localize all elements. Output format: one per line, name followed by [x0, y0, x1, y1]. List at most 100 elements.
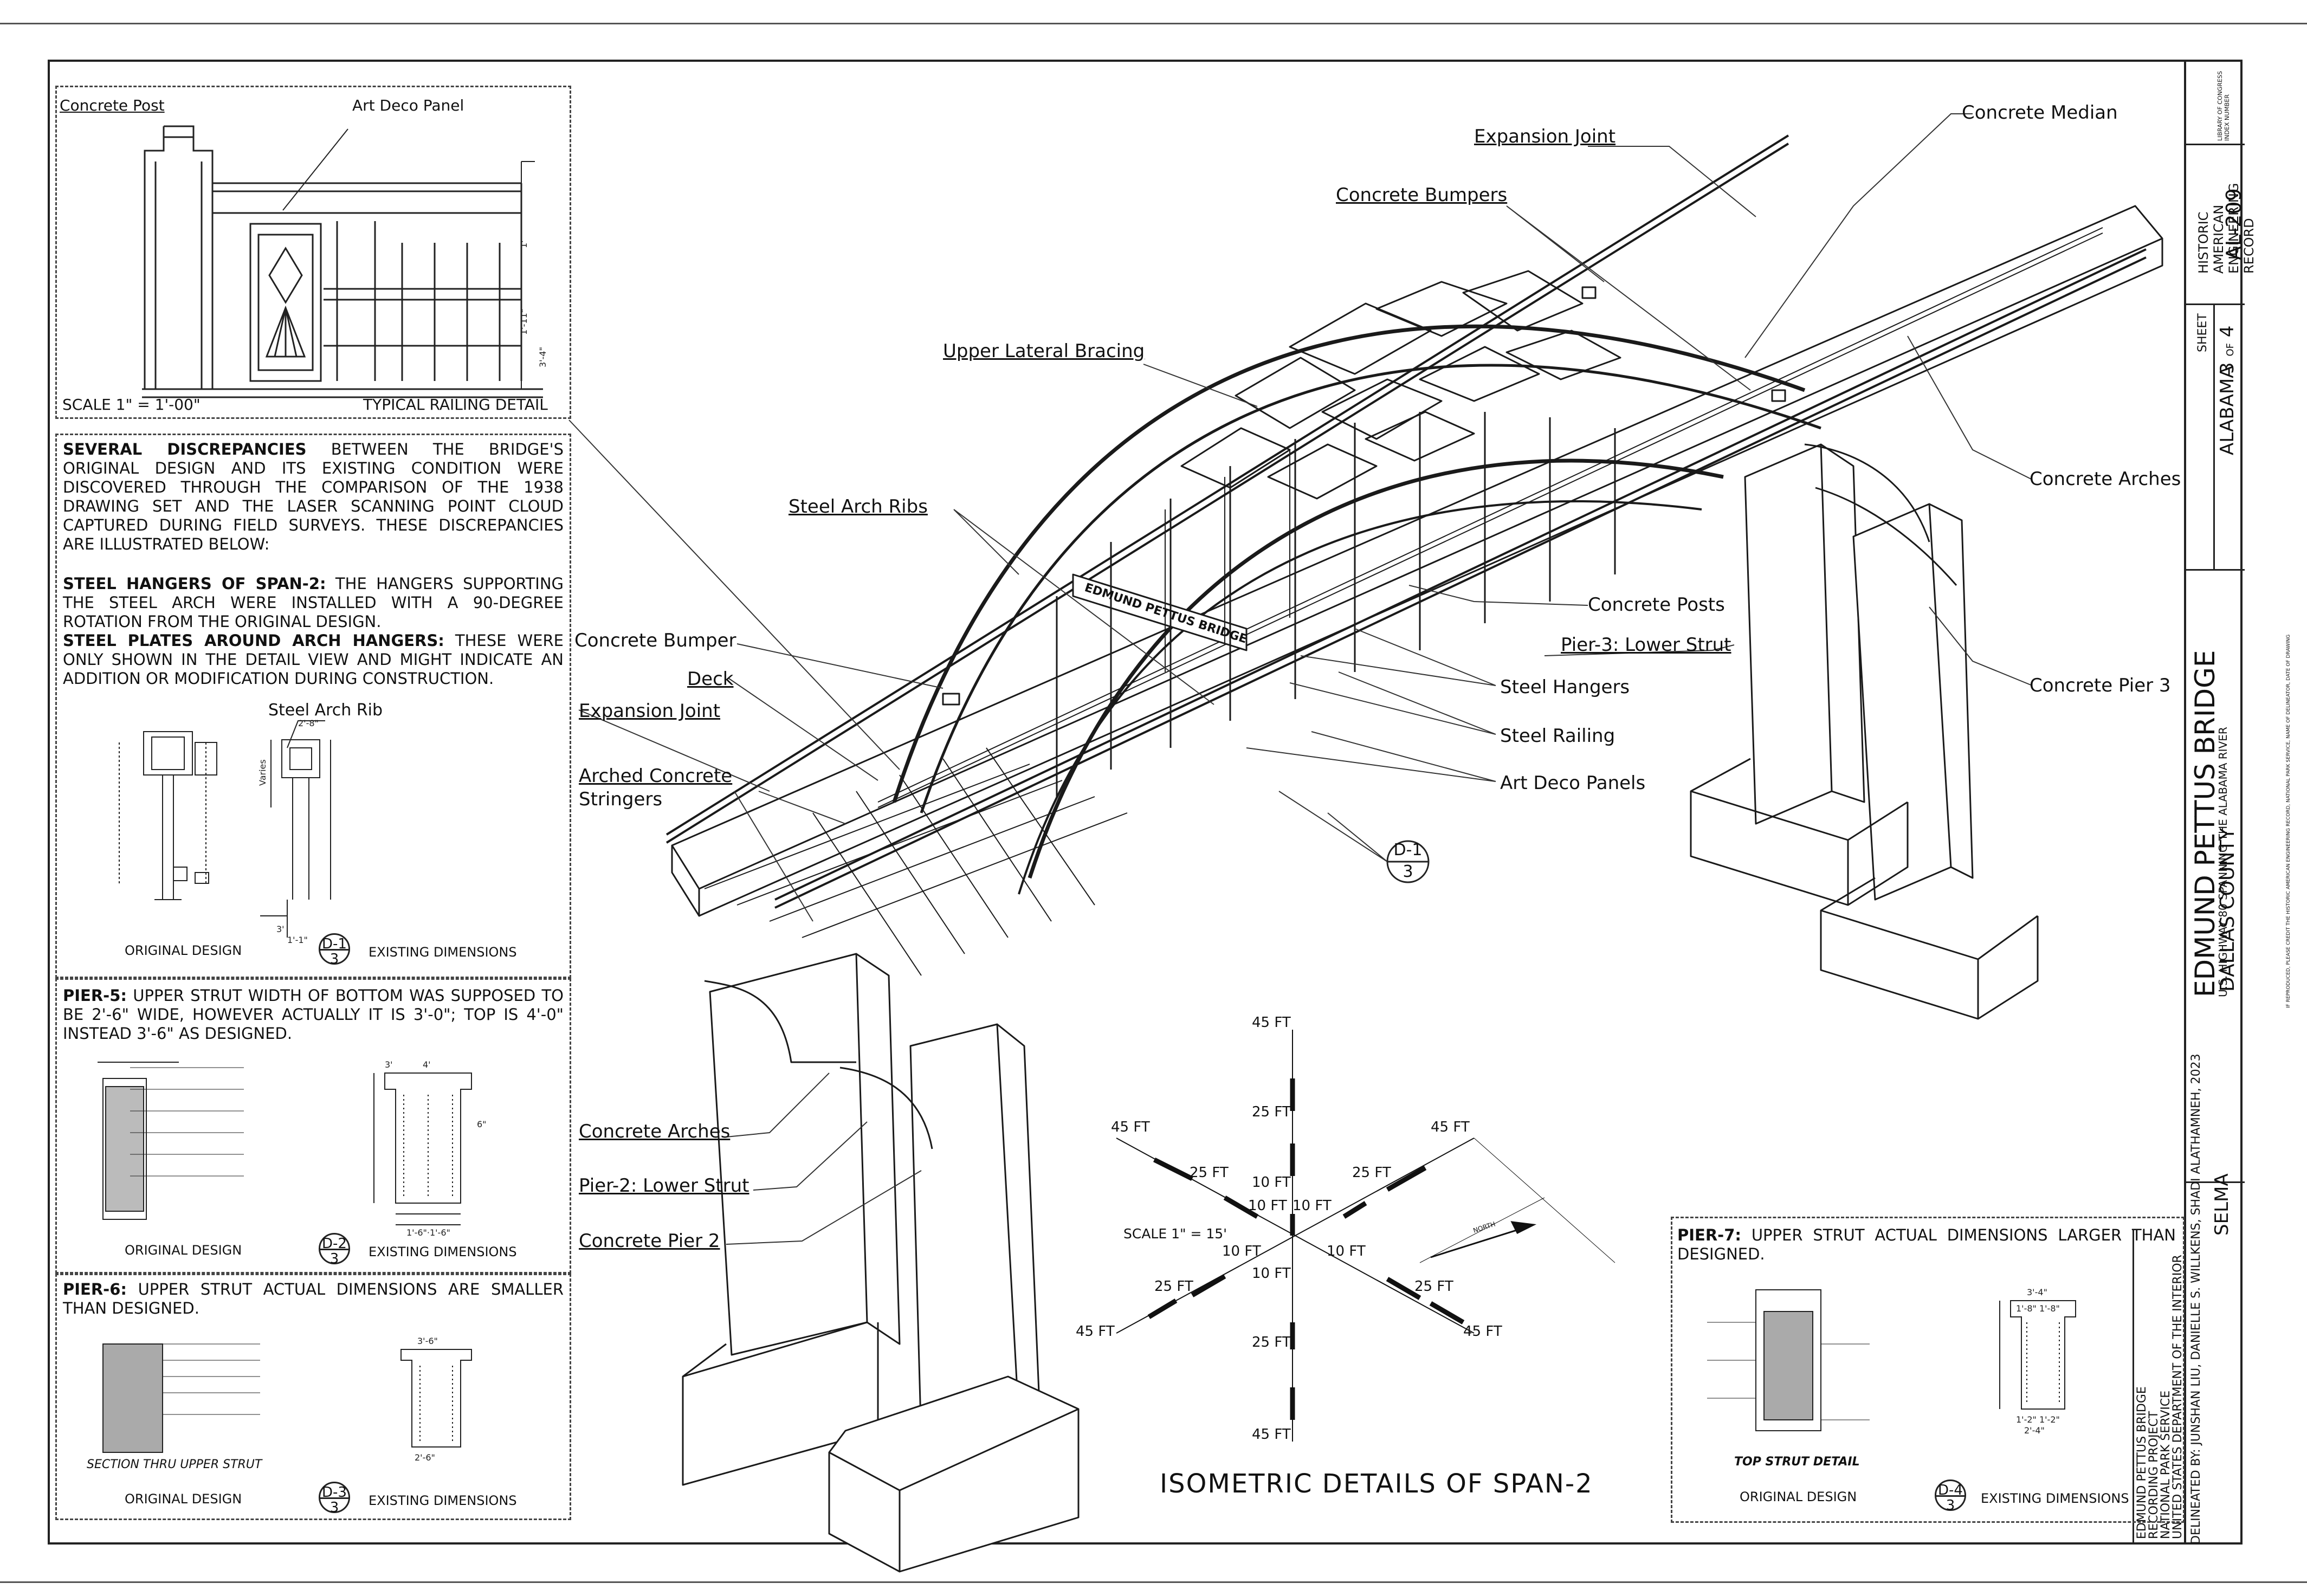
drawing-title: ISOMETRIC DETAILS OF SPAN-2 [1160, 1469, 1593, 1499]
svg-text:2'-6": 2'-6" [415, 1452, 435, 1463]
d1-original-label: ORIGINAL DESIGN [125, 943, 242, 958]
scale-10ft-top: 10 FT [1252, 1174, 1291, 1191]
d3-sketches: 3'-6" 2'-6" [102, 1336, 472, 1463]
railing-title: TYPICAL RAILING DETAIL [363, 396, 548, 413]
record-number: AL-209 [2222, 188, 2246, 260]
svg-text:1'-1": 1'-1" [287, 935, 308, 945]
callout-concrete-bumper: Concrete Bumper [574, 630, 736, 651]
top-strut-label: TOP STRUT DETAIL [1734, 1455, 1860, 1469]
railing-detail-drawing: 1' 1'-11" 3'-4" [142, 125, 548, 398]
railing-detail-panel [55, 86, 571, 419]
scale-45ft-lr: 45 FT [1463, 1323, 1502, 1340]
scale-45ft-right: 45 FT [1431, 1119, 1470, 1135]
state-name: ALABAMA [2216, 365, 2238, 455]
scale-25ft-top: 25 FT [1252, 1104, 1291, 1120]
section-thru-label: SECTION THRU UPPER STRUT [87, 1458, 262, 1471]
drawing-border [48, 60, 2243, 1545]
svg-text:1'-6"·1'-6": 1'-6"·1'-6" [406, 1227, 450, 1238]
callout-steel-railing: Steel Railing [1500, 725, 1615, 747]
isometric-scale-figure: 45 FT 25 FT 45 FT 45 FT 25 FT 25 FT 10 F… [1076, 1015, 1615, 1443]
main-detail-ref-circle [1386, 840, 1430, 883]
county-name: DALLAS COUNTY [2216, 828, 2239, 992]
scale-25ft-lr: 25 FT [1414, 1278, 1453, 1295]
callout-pier3-lower-strut: Pier-3: Lower Strut [1561, 634, 1731, 656]
d1-existing-label: EXISTING DIMENSIONS [369, 945, 517, 960]
label-art-deco-panel: Art Deco Panel [352, 96, 464, 114]
scale-45ft-top: 45 FT [1252, 1015, 1291, 1031]
north-label: NORTH [1472, 1220, 1497, 1234]
callout-concrete-median: Concrete Median [1962, 102, 2118, 124]
callout-steel-arch-ribs: Steel Arch Ribs [789, 496, 928, 518]
callout-deck: Deck [687, 668, 734, 690]
scale-45ft-ll: 45 FT [1076, 1323, 1115, 1340]
callout-concrete-bumpers: Concrete Bumpers [1336, 184, 1508, 206]
callout-arched-concrete-2: Stringers [579, 789, 663, 810]
callout-concrete-arches-left: Concrete Arches [579, 1121, 731, 1142]
callout-concrete-arches-right: Concrete Arches [2030, 468, 2181, 490]
scale-10ft-right: 10 FT [1327, 1243, 1366, 1259]
pier6-note: PIER-6: UPPER STRUT ACTUAL DIMENSIONS AR… [63, 1280, 564, 1317]
svg-text:3'-6": 3'-6" [417, 1336, 438, 1346]
plates-note: STEEL PLATES AROUND ARCH HANGERS: THESE … [63, 631, 564, 688]
svg-text:3'-4": 3'-4" [538, 347, 548, 367]
scale-45ft-left: 45 FT [1111, 1119, 1150, 1135]
svg-text:3'-4": 3'-4" [2027, 1287, 2047, 1297]
d2-original-label: ORIGINAL DESIGN [125, 1243, 242, 1258]
pier6-panel [55, 1274, 571, 1520]
railing-scale: SCALE 1" = 1'-00" [62, 396, 201, 413]
scale-10ft-bottom: 10 FT [1252, 1265, 1291, 1282]
scale-10ft-ul: 10 FT [1248, 1198, 1287, 1214]
d4-sketches: 3'-4" 1'-8" 1'-8" 1'-2" 1'-2"2'-4" [1707, 1287, 2076, 1436]
callout-arched-concrete-1: Arched Concrete [579, 765, 733, 787]
label-steel-arch-rib: Steel Arch Rib [268, 701, 383, 720]
pier5-panel [55, 978, 571, 1274]
svg-text:3': 3' [276, 924, 285, 934]
callout-concrete-pier-3: Concrete Pier 3 [2030, 675, 2171, 696]
d1-sketches: 2'-8" Varies 3'1'-1" [119, 718, 331, 945]
d2-existing-label: EXISTING DIMENSIONS [369, 1244, 517, 1259]
sheet-top-rule [0, 23, 2307, 24]
svg-text:2'-4": 2'-4" [2024, 1425, 2045, 1436]
svg-text:1'-2" 1'-2": 1'-2" 1'-2" [2016, 1414, 2060, 1425]
d2-sketches: 3' 4' 6" 1'-6"·1'-6" [98, 1059, 487, 1238]
hangers-note: STEEL HANGERS OF SPAN-2: THE HANGERS SUP… [63, 574, 564, 631]
pier7-note: PIER-7: UPPER STRUT ACTUAL DIMENSIONS LA… [1677, 1226, 2176, 1263]
scale-10ft-ur: 10 FT [1293, 1198, 1332, 1214]
d3-existing-label: EXISTING DIMENSIONS [369, 1493, 517, 1508]
scale-25ft-ll: 25 FT [1154, 1278, 1193, 1295]
main-detail-ref-sheet: 3 [1403, 862, 1413, 881]
intro-note: SEVERAL DISCREPANCIES BETWEEN THE BRIDGE… [63, 440, 564, 553]
scale-25ft-right: 25 FT [1352, 1165, 1391, 1181]
svg-text:Varies: Varies [257, 759, 268, 786]
d4-original-label: ORIGINAL DESIGN [1740, 1489, 1857, 1504]
project-block [2132, 1230, 2186, 1545]
isometric-bridge-drawing: EDMUND PETTUS BRIDGE D-1 3 [568, 113, 2163, 1573]
sheet-label: SHEET [2196, 313, 2209, 352]
scale-45ft-bottom: 45 FT [1252, 1426, 1291, 1443]
label-concrete-post: Concrete Post [60, 96, 165, 114]
pier7-panel [1671, 1217, 2185, 1523]
d3-original-label: ORIGINAL DESIGN [125, 1491, 242, 1507]
callout-concrete-posts: Concrete Posts [1588, 594, 1725, 616]
callout-art-deco-panels: Art Deco Panels [1500, 772, 1646, 794]
svg-text:3': 3' [385, 1059, 393, 1070]
svg-text:1'-8" 1'-8": 1'-8" 1'-8" [2016, 1303, 2060, 1314]
callout-concrete-pier-2: Concrete Pier 2 [579, 1230, 720, 1252]
scale-10ft-left: 10 FT [1222, 1243, 1261, 1259]
delineated-by: DELINEATED BY: JUNSHAN LIU, DANIELLE S. … [2189, 1054, 2203, 1545]
callout-expansion-joint-left: Expansion Joint [579, 700, 721, 722]
pier5-note: PIER-5: UPPER STRUT WIDTH OF BOTTOM WAS … [63, 986, 564, 1043]
discrepancy-panel [55, 434, 571, 978]
sheet-bottom-rule [0, 1581, 2307, 1583]
reproduction-note: IF REPRODUCED, PLEASE CREDIT THE HISTORI… [2286, 634, 2291, 1008]
loc-index-label: LIBRARY OF CONGRESS INDEX NUMBER [2216, 71, 2231, 141]
svg-text:6": 6" [477, 1119, 487, 1129]
city-name: SELMA [2211, 1173, 2233, 1236]
svg-text:4': 4' [423, 1059, 431, 1070]
svg-text:2'-8": 2'-8" [298, 718, 319, 728]
svg-text:1'-11": 1'-11" [519, 309, 529, 335]
scale-25ft-left: 25 FT [1190, 1165, 1229, 1181]
d4-existing-label: EXISTING DIMENSIONS [1981, 1491, 2129, 1506]
